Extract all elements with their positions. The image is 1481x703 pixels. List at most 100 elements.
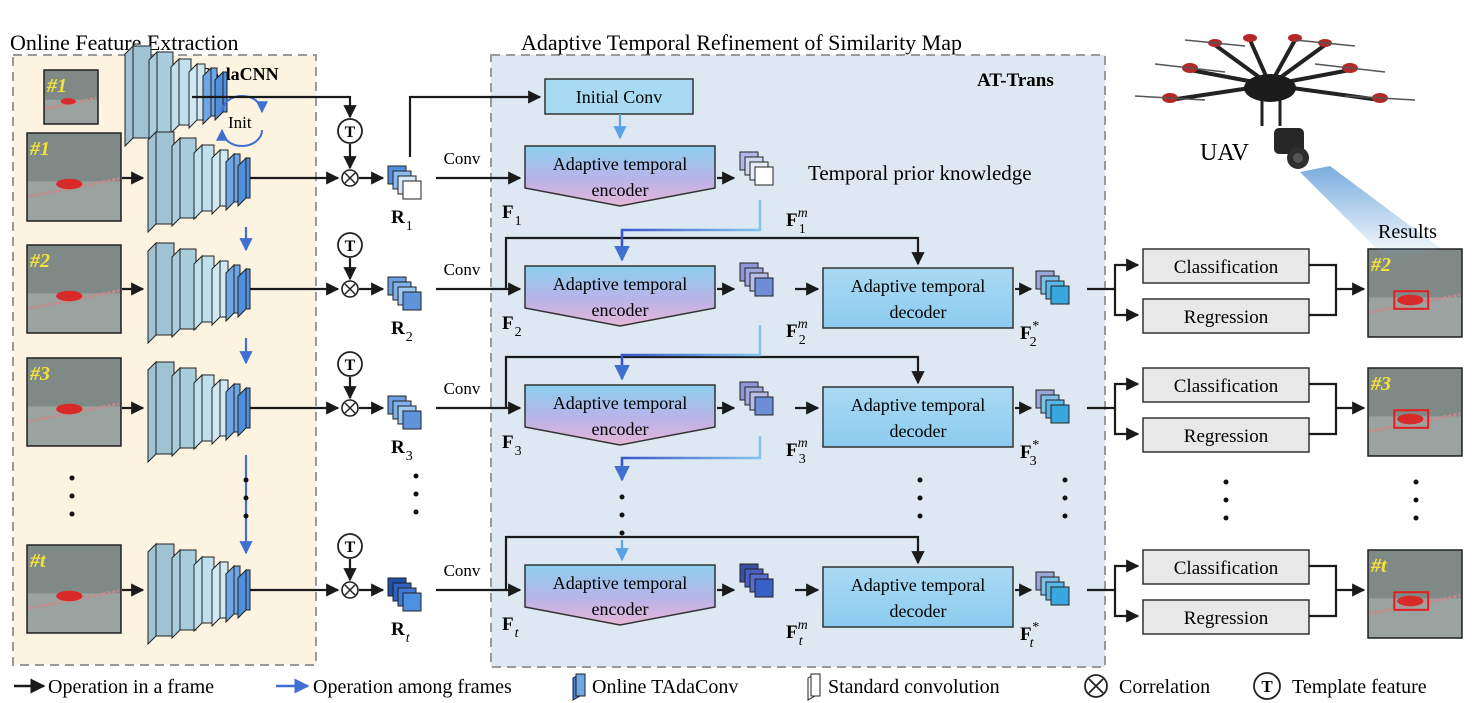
classification-label: Classification (1174, 376, 1279, 397)
feature-slice (402, 291, 422, 311)
search-cnn (147, 542, 251, 646)
dot (619, 494, 625, 500)
encoder-label-line1: Adaptive temporal (553, 573, 687, 593)
red-car (56, 590, 83, 602)
template-feature-node: T (337, 533, 363, 559)
r-label: R1 (391, 207, 413, 234)
red-car (56, 403, 83, 415)
conv-layer-face (245, 387, 251, 429)
encoder-label-line2: encoder (592, 419, 649, 439)
dot (69, 511, 75, 517)
to-regression-arrow (1113, 408, 1140, 441)
f-label: F1 (502, 202, 522, 229)
legend-online-tada: Online TAdaConv (592, 676, 738, 698)
uav-illustration: UAV (1134, 34, 1440, 262)
to-classification-arrow (1087, 258, 1140, 291)
regression-box (1142, 417, 1310, 453)
conv-label: Conv (444, 149, 481, 168)
dot (1062, 495, 1068, 501)
prediction-heads: ClassificationRegressionClassificationRe… (1087, 248, 1366, 635)
conv-layer-side (147, 542, 157, 646)
classification-label: Classification (1174, 257, 1279, 278)
conv-layer-side (147, 241, 157, 345)
template-arrow (192, 95, 357, 119)
ellipsis-dots (243, 477, 249, 519)
legend-op-frame: Operation in a frame (48, 676, 214, 698)
standard-conv-icon (807, 673, 821, 701)
decoder-shape (822, 267, 1014, 329)
correlation-op (341, 399, 359, 417)
temporal-prior-label: Temporal prior knowledge (808, 161, 1032, 185)
dot (1223, 497, 1229, 503)
refined-feature-stack (1035, 571, 1070, 606)
dot (1223, 515, 1229, 521)
r-label: Rt (391, 619, 411, 646)
legend-correlation: Correlation (1119, 676, 1210, 698)
template-circle (337, 351, 363, 377)
conv-layer-side (211, 560, 221, 628)
conv-layer-face (155, 361, 175, 455)
correlation-cross (344, 402, 356, 414)
init-label: Init (228, 113, 252, 132)
conv-layer-face (155, 131, 175, 225)
template-circle (337, 533, 363, 559)
ellipsis-dots (413, 473, 419, 515)
merge-line (1309, 564, 1338, 618)
conv-layer-side (193, 373, 203, 451)
ellipsis-dots (69, 475, 75, 517)
template-symbol: T (345, 238, 356, 255)
template-circle (337, 232, 363, 258)
search-cnn (147, 241, 251, 345)
conv-layer-side (171, 548, 181, 640)
dot (413, 509, 419, 515)
classification-box (1142, 367, 1310, 403)
red-car (1397, 294, 1424, 306)
feature-slice (402, 180, 422, 200)
conv-layer-side (171, 247, 181, 339)
dot (69, 475, 75, 481)
regression-box (1142, 298, 1310, 334)
dot (917, 513, 923, 519)
legend-op-among: Operation among frames (313, 676, 512, 698)
conv-layer-face (222, 71, 228, 113)
regression-label: Regression (1184, 608, 1269, 629)
frame-number-label: #1 (29, 138, 50, 160)
conv-layer-side (124, 44, 134, 148)
result-frame: #3 (1367, 367, 1463, 457)
merge-line (1309, 382, 1338, 436)
skip-to-decoder (504, 355, 925, 408)
refined-feature-stack (1035, 270, 1070, 305)
conv-layer-face (245, 569, 251, 611)
conv-layer-side (147, 130, 157, 234)
frame-number-label: #t (1370, 555, 1388, 577)
bbox (1393, 591, 1430, 611)
dot (1062, 477, 1068, 483)
frame-number-label: #3 (1370, 373, 1391, 395)
dot (69, 493, 75, 499)
search-frame: #1 (26, 132, 122, 222)
red-car (1397, 595, 1424, 607)
dot (243, 477, 249, 483)
conv-layer-side (171, 366, 181, 458)
correlation-op (341, 169, 359, 187)
initial-conv-label: Initial Conv (576, 87, 663, 107)
uav-label: UAV (1200, 140, 1250, 166)
conv-layer-side (193, 143, 203, 221)
regression-label: Regression (1184, 426, 1269, 447)
legend: Operation in a frame Operation among fra… (14, 672, 1427, 701)
r1-to-initial-conv (408, 90, 542, 157)
